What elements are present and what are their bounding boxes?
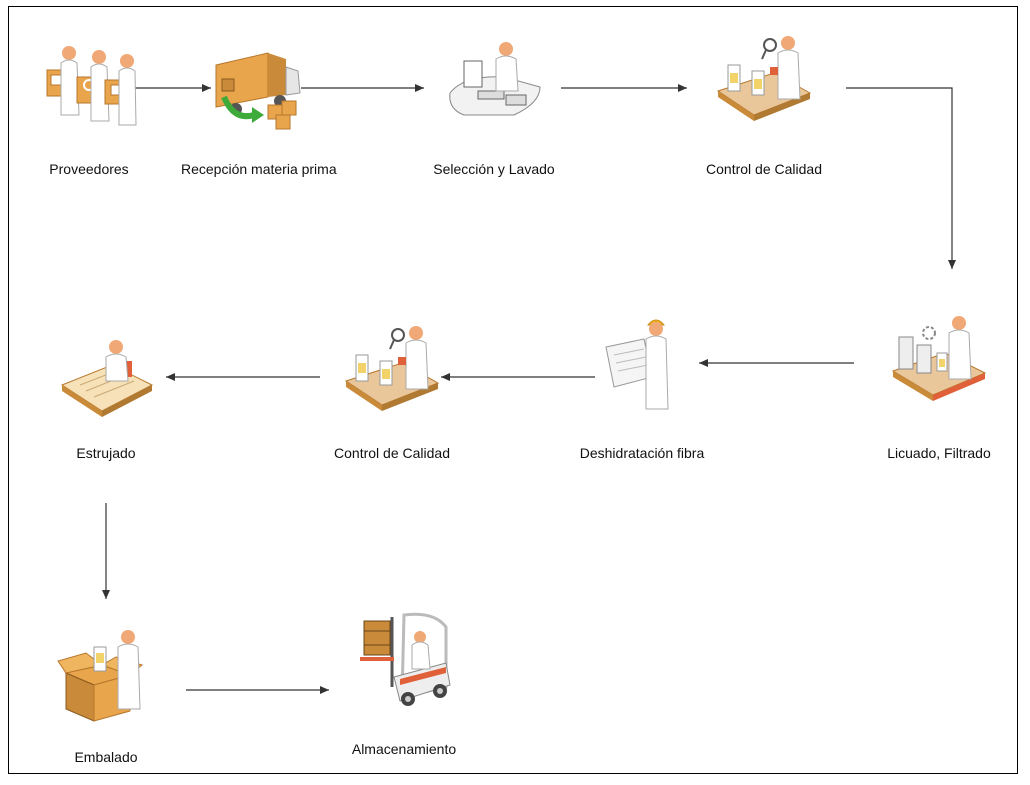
step-label: Control de Calidad (334, 445, 450, 461)
forklift-icon (360, 612, 451, 706)
quality-inspection-icon (344, 326, 440, 411)
step-label: Licuado, Filtrado (887, 445, 991, 461)
step-label: Recepción materia prima (181, 161, 337, 177)
step-label: Deshidratación fibra (579, 445, 705, 461)
step-control1: Control de Calidad (689, 29, 839, 189)
quality-inspection-icon (716, 36, 812, 121)
packing-box-icon (57, 630, 144, 722)
step-almacenamiento: Almacenamiento (329, 607, 479, 767)
diagram-frame: Proveedores Recepción materia prima (8, 6, 1018, 774)
delivery-truck-icon (215, 52, 301, 130)
arrow-control1-licuado (846, 87, 956, 269)
production-line-icon (891, 316, 987, 401)
step-deshidratacion: Deshidratación fibra (567, 313, 717, 473)
step-label: Control de Calidad (706, 161, 822, 177)
step-control2: Control de Calidad (317, 319, 467, 479)
drafting-desk-icon (60, 340, 154, 417)
suppliers-icon (46, 46, 137, 126)
step-licuado: Licuado, Filtrado (864, 307, 1014, 467)
step-proveedores: Proveedores (14, 35, 164, 195)
step-label: Selección y Lavado (433, 161, 555, 177)
step-label: Embalado (74, 749, 138, 765)
flow-connectors (102, 84, 956, 694)
step-recepcion: Recepción materia prima (181, 35, 337, 195)
engineer-blueprint-icon (605, 319, 669, 410)
step-label: Proveedores (49, 161, 129, 177)
step-seleccion: Selección y Lavado (419, 35, 569, 195)
step-embalado: Embalado (31, 625, 181, 785)
workstation-icon (449, 42, 541, 116)
step-label: Estrujado (76, 445, 136, 461)
step-estrujado: Estrujado (31, 335, 181, 495)
step-label: Almacenamiento (351, 741, 457, 757)
